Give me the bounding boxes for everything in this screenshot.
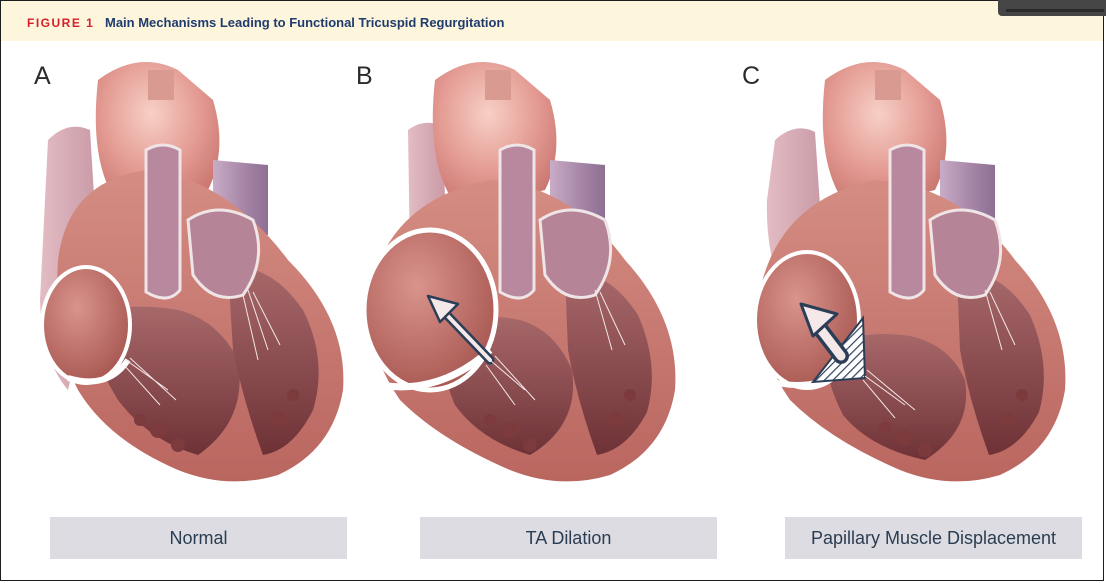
figure-title: Main Mechanisms Leading to Functional Tr… [105, 15, 505, 30]
dilation-arrow [426, 294, 495, 365]
panel-b-letter: B [356, 62, 373, 90]
displacement-arrow [799, 302, 849, 364]
corner-tab [998, 0, 1106, 16]
figure-header: FIGURE 1 Main Mechanisms Leading to Func… [1, 1, 1103, 41]
panel-c-letter: C [742, 62, 761, 90]
heart-normal-illustration [28, 60, 358, 500]
caption-normal: Normal [50, 517, 347, 559]
heart-ta-dilation-illustration [350, 60, 680, 500]
caption-ta-dilation: TA Dilation [420, 517, 717, 559]
heart-papillary-displacement-illustration [745, 60, 1075, 500]
figure-number: FIGURE 1 [27, 16, 95, 30]
caption-papillary-displacement: Papillary Muscle Displacement [785, 517, 1082, 559]
panel-a-letter: A [34, 62, 51, 90]
